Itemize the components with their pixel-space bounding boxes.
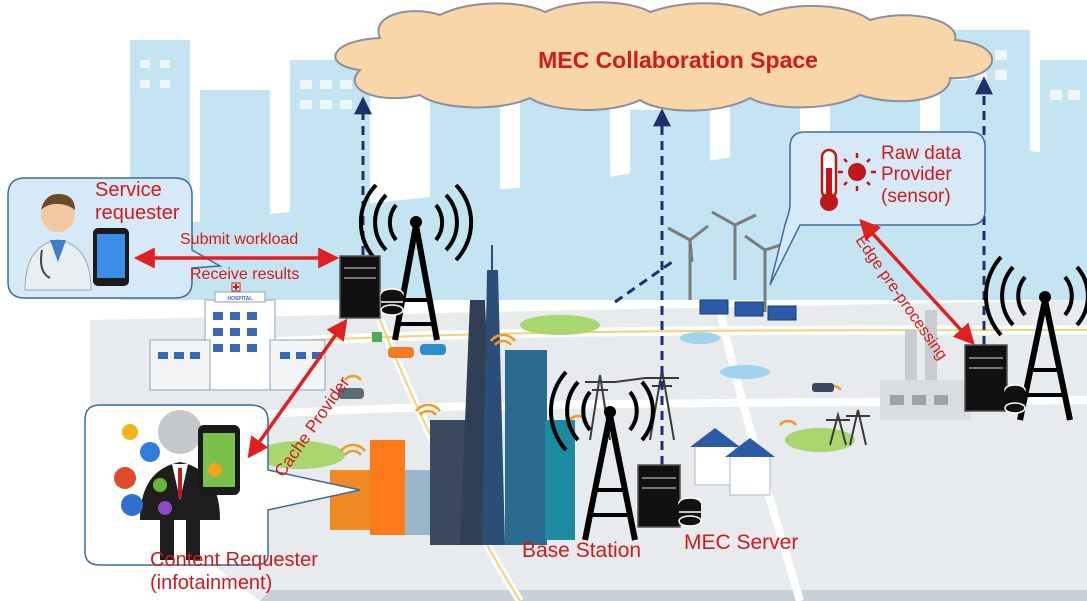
uplink-stub — [614, 260, 673, 304]
mec-cloud — [334, 1, 993, 112]
thermometer-icon — [820, 148, 838, 211]
doctor-icon — [24, 193, 92, 291]
service-requester-line1: Service — [95, 179, 162, 201]
downtown-towers — [330, 245, 575, 545]
edge-preprocessing-arrow — [859, 218, 975, 346]
raw-data-provider-label: Raw data Provider (sensor) — [881, 143, 961, 207]
app-bubble-icons — [114, 424, 222, 516]
houses — [690, 428, 775, 496]
tablet-icon — [93, 228, 129, 286]
raw-data-line3: (sensor) — [881, 185, 951, 207]
link-arrows — [133, 218, 975, 459]
submit-workload-label: Submit workload — [180, 231, 299, 248]
server-left — [339, 255, 404, 319]
server-center — [637, 464, 702, 528]
service-requester-line2: requester — [95, 202, 180, 224]
base-station-center — [548, 370, 655, 541]
raw-data-line1: Raw data — [881, 143, 962, 164]
server-right — [964, 344, 1026, 414]
power-pylons — [585, 369, 870, 446]
receive-results-label: Receive results — [190, 266, 300, 283]
mec-server-label: MEC Server — [684, 531, 799, 554]
cache-provider-arrow — [247, 318, 348, 459]
content-requester-label: Content Requester (infotainment) — [150, 549, 318, 595]
smartphone-icon — [198, 425, 240, 495]
base-station-right — [983, 255, 1087, 421]
hospital-sign: HOSPITAL — [228, 296, 253, 302]
raw-data-line2: Provider — [881, 164, 952, 186]
base-station-label: Base Station — [522, 539, 642, 562]
solar-panels — [699, 299, 797, 321]
sun-icon — [838, 153, 876, 191]
service-requester-label: Service requester — [95, 179, 180, 225]
uplinks — [354, 76, 993, 465]
cloud-title: MEC Collaboration Space — [538, 47, 818, 73]
content-requester-line1: Content Requester — [150, 549, 318, 571]
content-requester-line2: (infotainment) — [150, 572, 273, 594]
